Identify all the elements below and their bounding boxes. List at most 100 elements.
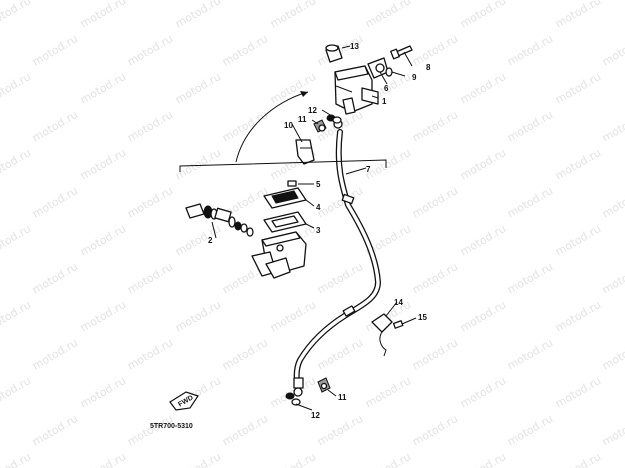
watermark-text: motod.ru [505, 32, 555, 68]
callout-3: 3 [316, 226, 321, 235]
watermark-text: motod.ru [268, 70, 318, 106]
watermark-text: motod.ru [78, 298, 128, 334]
watermark-text: motod.ru [363, 374, 413, 410]
watermark-text: motod.ru [458, 222, 508, 258]
reservoir-cap [325, 44, 343, 63]
watermark-text: motod.ru [78, 374, 128, 410]
watermark-text: motod.ru [125, 184, 175, 220]
watermark-text: motod.ru [505, 336, 555, 372]
watermark-text: motod.ru [78, 146, 128, 182]
watermark-text: motod.ru [173, 70, 223, 106]
brake-hose-holder [371, 313, 393, 357]
watermark-text: motod.ru [0, 374, 33, 410]
washer-9 [385, 67, 393, 77]
watermark-text: motod.ru [30, 32, 80, 68]
watermark-text: motod.ru [173, 146, 223, 182]
group-leader-arrow [300, 91, 308, 97]
watermark-text: motod.ru [30, 412, 80, 448]
copper-washers-bottom [285, 392, 301, 406]
watermark-text: motod.ru [0, 222, 33, 258]
watermark-text: motod.ru [315, 336, 365, 372]
callout-2: 2 [208, 236, 213, 245]
watermark-text: motod.ru [0, 450, 33, 468]
watermark-text: motod.ru [220, 412, 270, 448]
watermark-text: motod.ru [505, 260, 555, 296]
watermark-text: motod.ru [315, 184, 365, 220]
watermark-text: motod.ru [410, 184, 460, 220]
watermark-text: motod.ru [410, 336, 460, 372]
watermark-text: motod.ru [410, 108, 460, 144]
watermark-text: motod.ru [553, 0, 603, 31]
mirror-bracket [367, 57, 389, 79]
watermark-text: motod.ru [125, 412, 175, 448]
callout-12-bottom: 12 [311, 411, 320, 420]
watermark-text: motod.ru [458, 374, 508, 410]
watermark-text: motod.ru [553, 222, 603, 258]
watermark-text: motod.ru [363, 298, 413, 334]
watermark-text: motod.ru [173, 222, 223, 258]
watermark-text: motod.ru [410, 412, 460, 448]
watermark-text: motod.ru [363, 146, 413, 182]
reservoir-cap-plate [263, 187, 307, 209]
watermark-text: motod.ru [553, 374, 603, 410]
watermark-text: motod.ru [458, 450, 508, 468]
watermark-text: motod.ru [553, 70, 603, 106]
callout-13: 13 [350, 42, 359, 51]
watermark-text: motod.ru [173, 0, 223, 31]
watermark-text: motod.ru [173, 298, 223, 334]
callout-8: 8 [426, 63, 431, 72]
front-direction-badge: FWD [169, 391, 199, 411]
watermark-text: motod.ru [553, 146, 603, 182]
watermark-text: motod.ru [220, 32, 270, 68]
watermark-text: motod.ru [553, 298, 603, 334]
watermark-text: motod.ru [268, 450, 318, 468]
watermark-text: motod.ru [78, 0, 128, 31]
watermark-text: motod.ru [600, 260, 625, 296]
callout-10: 10 [284, 121, 293, 130]
watermark-text: motod.ru [410, 32, 460, 68]
watermark-text: motod.ru [458, 146, 508, 182]
watermark-text: motod.ru [30, 184, 80, 220]
watermark-text: motod.ru [268, 0, 318, 31]
holder-bolt [392, 320, 404, 329]
callout-1: 1 [382, 97, 387, 106]
watermark-text: motod.ru [363, 450, 413, 468]
watermark-text: motod.ru [600, 32, 625, 68]
piston-kit [185, 203, 254, 237]
watermark-text: motod.ru [600, 336, 625, 372]
leader-lines [211, 45, 417, 411]
callout-6: 6 [384, 84, 389, 93]
watermark-text: motod.ru [315, 260, 365, 296]
watermark-text: motod.ru [0, 70, 33, 106]
callout-5: 5 [316, 180, 321, 189]
watermark-text: motod.ru [30, 108, 80, 144]
watermark-text: motod.ru [173, 450, 223, 468]
watermark-text: motod.ru [458, 298, 508, 334]
cap-screw [287, 180, 297, 187]
watermark-text: motod.ru [125, 260, 175, 296]
watermark-text: motod.ru [410, 260, 460, 296]
callout-11-bottom: 11 [338, 393, 347, 402]
watermark-text: motod.ru [553, 450, 603, 468]
diagram-code: 5TR700-5310 [150, 423, 193, 430]
master-cylinder-body [334, 65, 379, 115]
watermark-text: motod.ru [78, 450, 128, 468]
callout-4: 4 [316, 203, 321, 212]
watermark-text: motod.ru [125, 108, 175, 144]
group-bracket-line [179, 159, 387, 172]
group-leader-line [235, 91, 309, 163]
watermark-text: motod.ru [505, 184, 555, 220]
watermark-text: motod.ru [600, 108, 625, 144]
watermark-text: motod.ru [363, 0, 413, 31]
callout-14: 14 [394, 298, 403, 307]
watermark-text: motod.ru [458, 0, 508, 31]
callout-11-top: 11 [298, 115, 307, 124]
watermark-text: motod.ru [30, 260, 80, 296]
callout-7: 7 [366, 165, 371, 174]
watermark-text: motod.ru [125, 32, 175, 68]
watermark-text: motod.ru [30, 336, 80, 372]
watermark-text: motod.ru [78, 70, 128, 106]
